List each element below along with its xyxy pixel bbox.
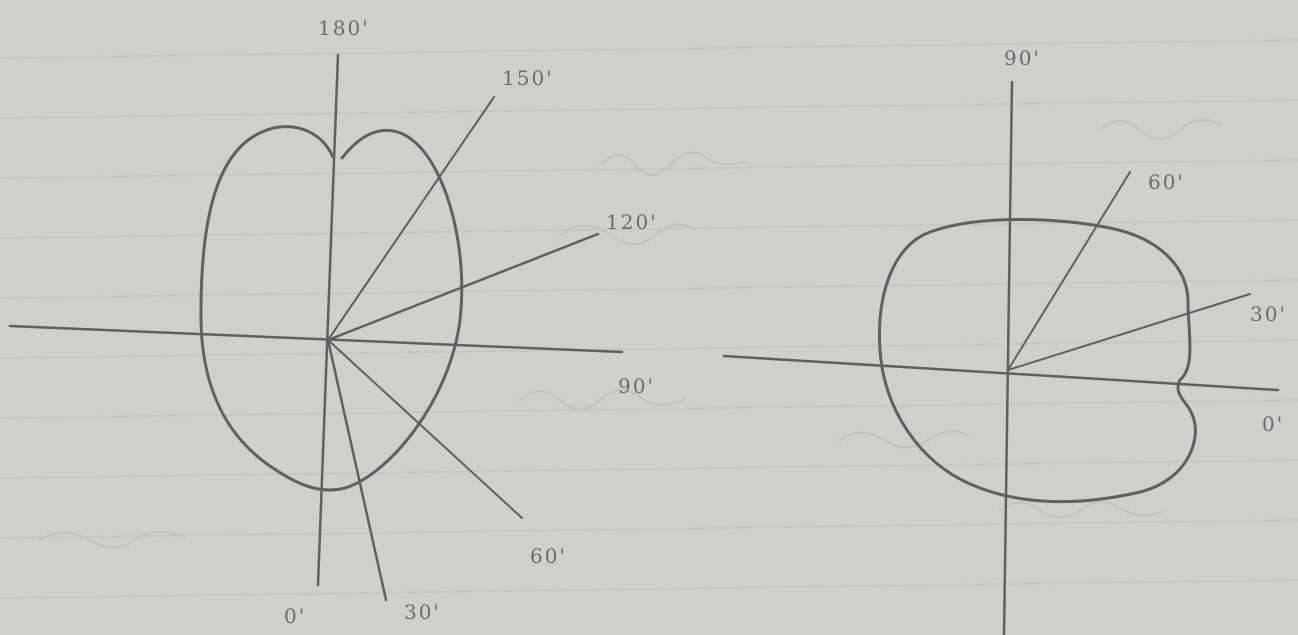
left-label-30: 30' bbox=[404, 600, 441, 624]
left-label-60: 60' bbox=[530, 544, 567, 568]
right-label-0: 0' bbox=[1262, 412, 1285, 436]
right-label-30: 30' bbox=[1250, 302, 1287, 326]
left-ray-30 bbox=[326, 338, 388, 602]
left-label-0: 0' bbox=[284, 604, 307, 628]
right-polar-diagram bbox=[722, 80, 1280, 635]
left-lobe-curve bbox=[199, 125, 464, 492]
left-ray-150 bbox=[327, 96, 495, 341]
left-ray-60 bbox=[327, 339, 523, 519]
right-ray-30 bbox=[1007, 293, 1251, 371]
left-horizontal-axis bbox=[8, 324, 624, 354]
right-label-90: 90' bbox=[1004, 46, 1041, 70]
right-lobe-curve bbox=[877, 218, 1197, 504]
left-label-90: 90' bbox=[618, 374, 655, 398]
right-vertical-axis bbox=[1002, 80, 1014, 635]
ruled-lines bbox=[0, 39, 1298, 599]
right-horizontal-axis bbox=[722, 354, 1280, 392]
left-vertical-axis bbox=[316, 53, 340, 587]
left-polar-diagram bbox=[8, 53, 624, 602]
left-label-180: 180' bbox=[318, 16, 370, 40]
right-label-60: 60' bbox=[1148, 170, 1185, 194]
right-ray-60 bbox=[1007, 171, 1131, 371]
faint-back-writing bbox=[39, 118, 1221, 549]
left-label-120: 120' bbox=[606, 210, 658, 234]
left-label-150: 150' bbox=[502, 66, 554, 90]
